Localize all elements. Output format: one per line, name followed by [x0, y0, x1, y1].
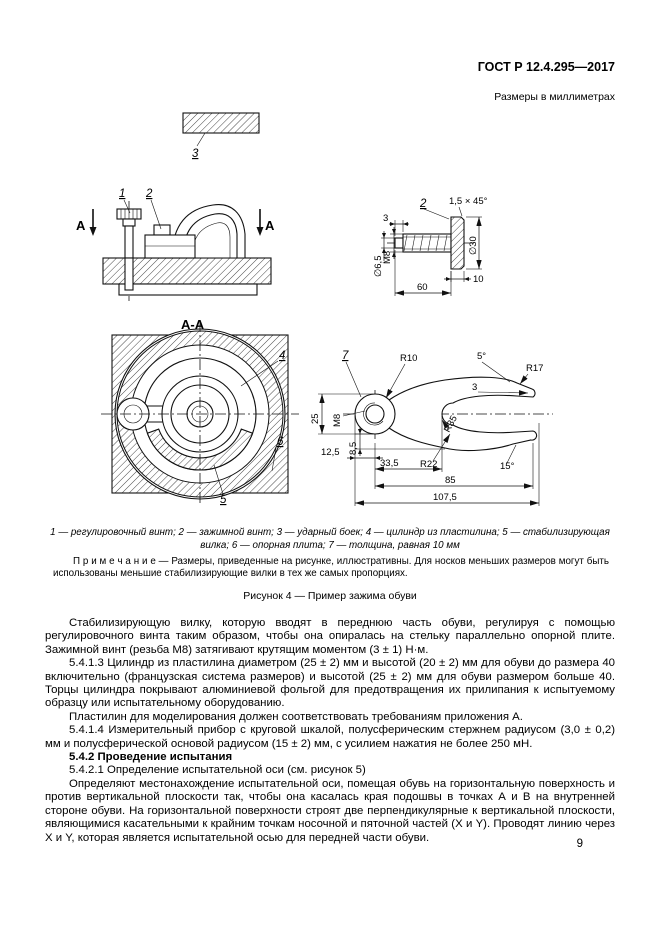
part-label-5: 5 — [220, 494, 227, 506]
dim-len3: 3 — [383, 213, 388, 224]
dim-a5: 5° — [477, 351, 486, 362]
screw-head — [450, 216, 465, 270]
dim-len10: 10 — [473, 274, 484, 285]
dim-h85: 8,5 — [348, 442, 359, 455]
figure4-drawing: 3 А — [76, 112, 553, 506]
clamping-screw — [153, 224, 171, 236]
dim-m8b: M8 — [332, 414, 343, 427]
dim-l1075: 107,5 — [433, 492, 457, 503]
dim-d65: ∅6,5 — [373, 256, 384, 277]
paragraph-axis: Определяют местонахождение испытательной… — [45, 777, 615, 844]
section-title: А-А — [181, 317, 205, 332]
striker-bar — [182, 112, 260, 134]
drawing-fork: 7 R10 5° R17 3 R35 M8 25 — [310, 350, 553, 506]
paragraph-plasticine: Пластилин для моделирования должен соотв… — [69, 710, 523, 723]
paragraph-1: Стабилизирующую вилку, которую вводят в … — [45, 617, 615, 656]
drawing-striker: 3 — [182, 112, 260, 160]
figure-note: П р и м е ч а н и е — Размеры, приведенн… — [53, 556, 609, 579]
dim-r17: R17 — [526, 363, 543, 374]
body-text: Стабилизирующую вилку, которую вводят в … — [45, 617, 615, 845]
dim-r10: R10 — [400, 353, 417, 364]
page-number: 9 — [576, 838, 583, 850]
doc-number: ГОСТ Р 12.4.295—2017 — [477, 60, 615, 74]
clamp-bracket — [144, 234, 196, 259]
paragraph-5414: 5.4.1.4 Измерительный прибор с круговой … — [45, 724, 615, 750]
shoe-toe-section — [116, 330, 284, 498]
part-label-2: 2 — [145, 188, 153, 200]
section-letter-right: А — [265, 218, 275, 233]
dim-h25: 25 — [310, 413, 321, 424]
dim-chamfer: 1,5 × 45° — [449, 196, 488, 207]
part-label-1: 1 — [119, 188, 125, 200]
paragraph-5421: 5.4.2.1 Определение испытательной оси (с… — [69, 764, 366, 777]
part-label-6: 6 — [277, 436, 284, 448]
fork-body — [388, 376, 538, 452]
figure-caption: Рисунок 4 — Пример зажима обуви — [243, 590, 417, 602]
dim-d30: ∅30 — [468, 236, 479, 255]
fork-hole — [365, 404, 385, 424]
part-label-2-detail: 2 — [419, 198, 427, 210]
fork-section — [146, 428, 254, 471]
dim-l335: 33,5 — [380, 458, 399, 469]
paragraph-5413: 5.4.1.3 Цилиндр из пластилина диаметром … — [45, 657, 615, 710]
part-label-7: 7 — [342, 350, 349, 362]
units-note: Размеры в миллиметрах — [494, 91, 615, 103]
dim-l85: 85 — [445, 475, 456, 486]
dim-m8: M8 — [382, 251, 393, 264]
drawing-clamp-screw-detail: 2 3 1,5 × 45° ∅30 M8 — [373, 196, 488, 296]
section-letter-left: А — [76, 218, 86, 233]
dim-a15: 15° — [500, 461, 515, 472]
drawing-section-aa: А-А 4 6 5 — [101, 317, 299, 506]
dim-len60: 60 — [417, 282, 428, 293]
figure-legend: 1 — регулировочный винт; 2 — зажимной ви… — [50, 527, 610, 551]
drawing-clamp-assembly: А А 1 2 — [76, 188, 275, 301]
section-heading-542: 5.4.2 Проведение испытания — [69, 751, 233, 764]
part-label-3: 3 — [192, 148, 199, 160]
part-label-4: 4 — [279, 350, 285, 362]
dim-r22: R22 — [420, 459, 437, 470]
dim-w3: 3 — [472, 382, 477, 393]
dim-l125: 12,5 — [321, 447, 340, 458]
